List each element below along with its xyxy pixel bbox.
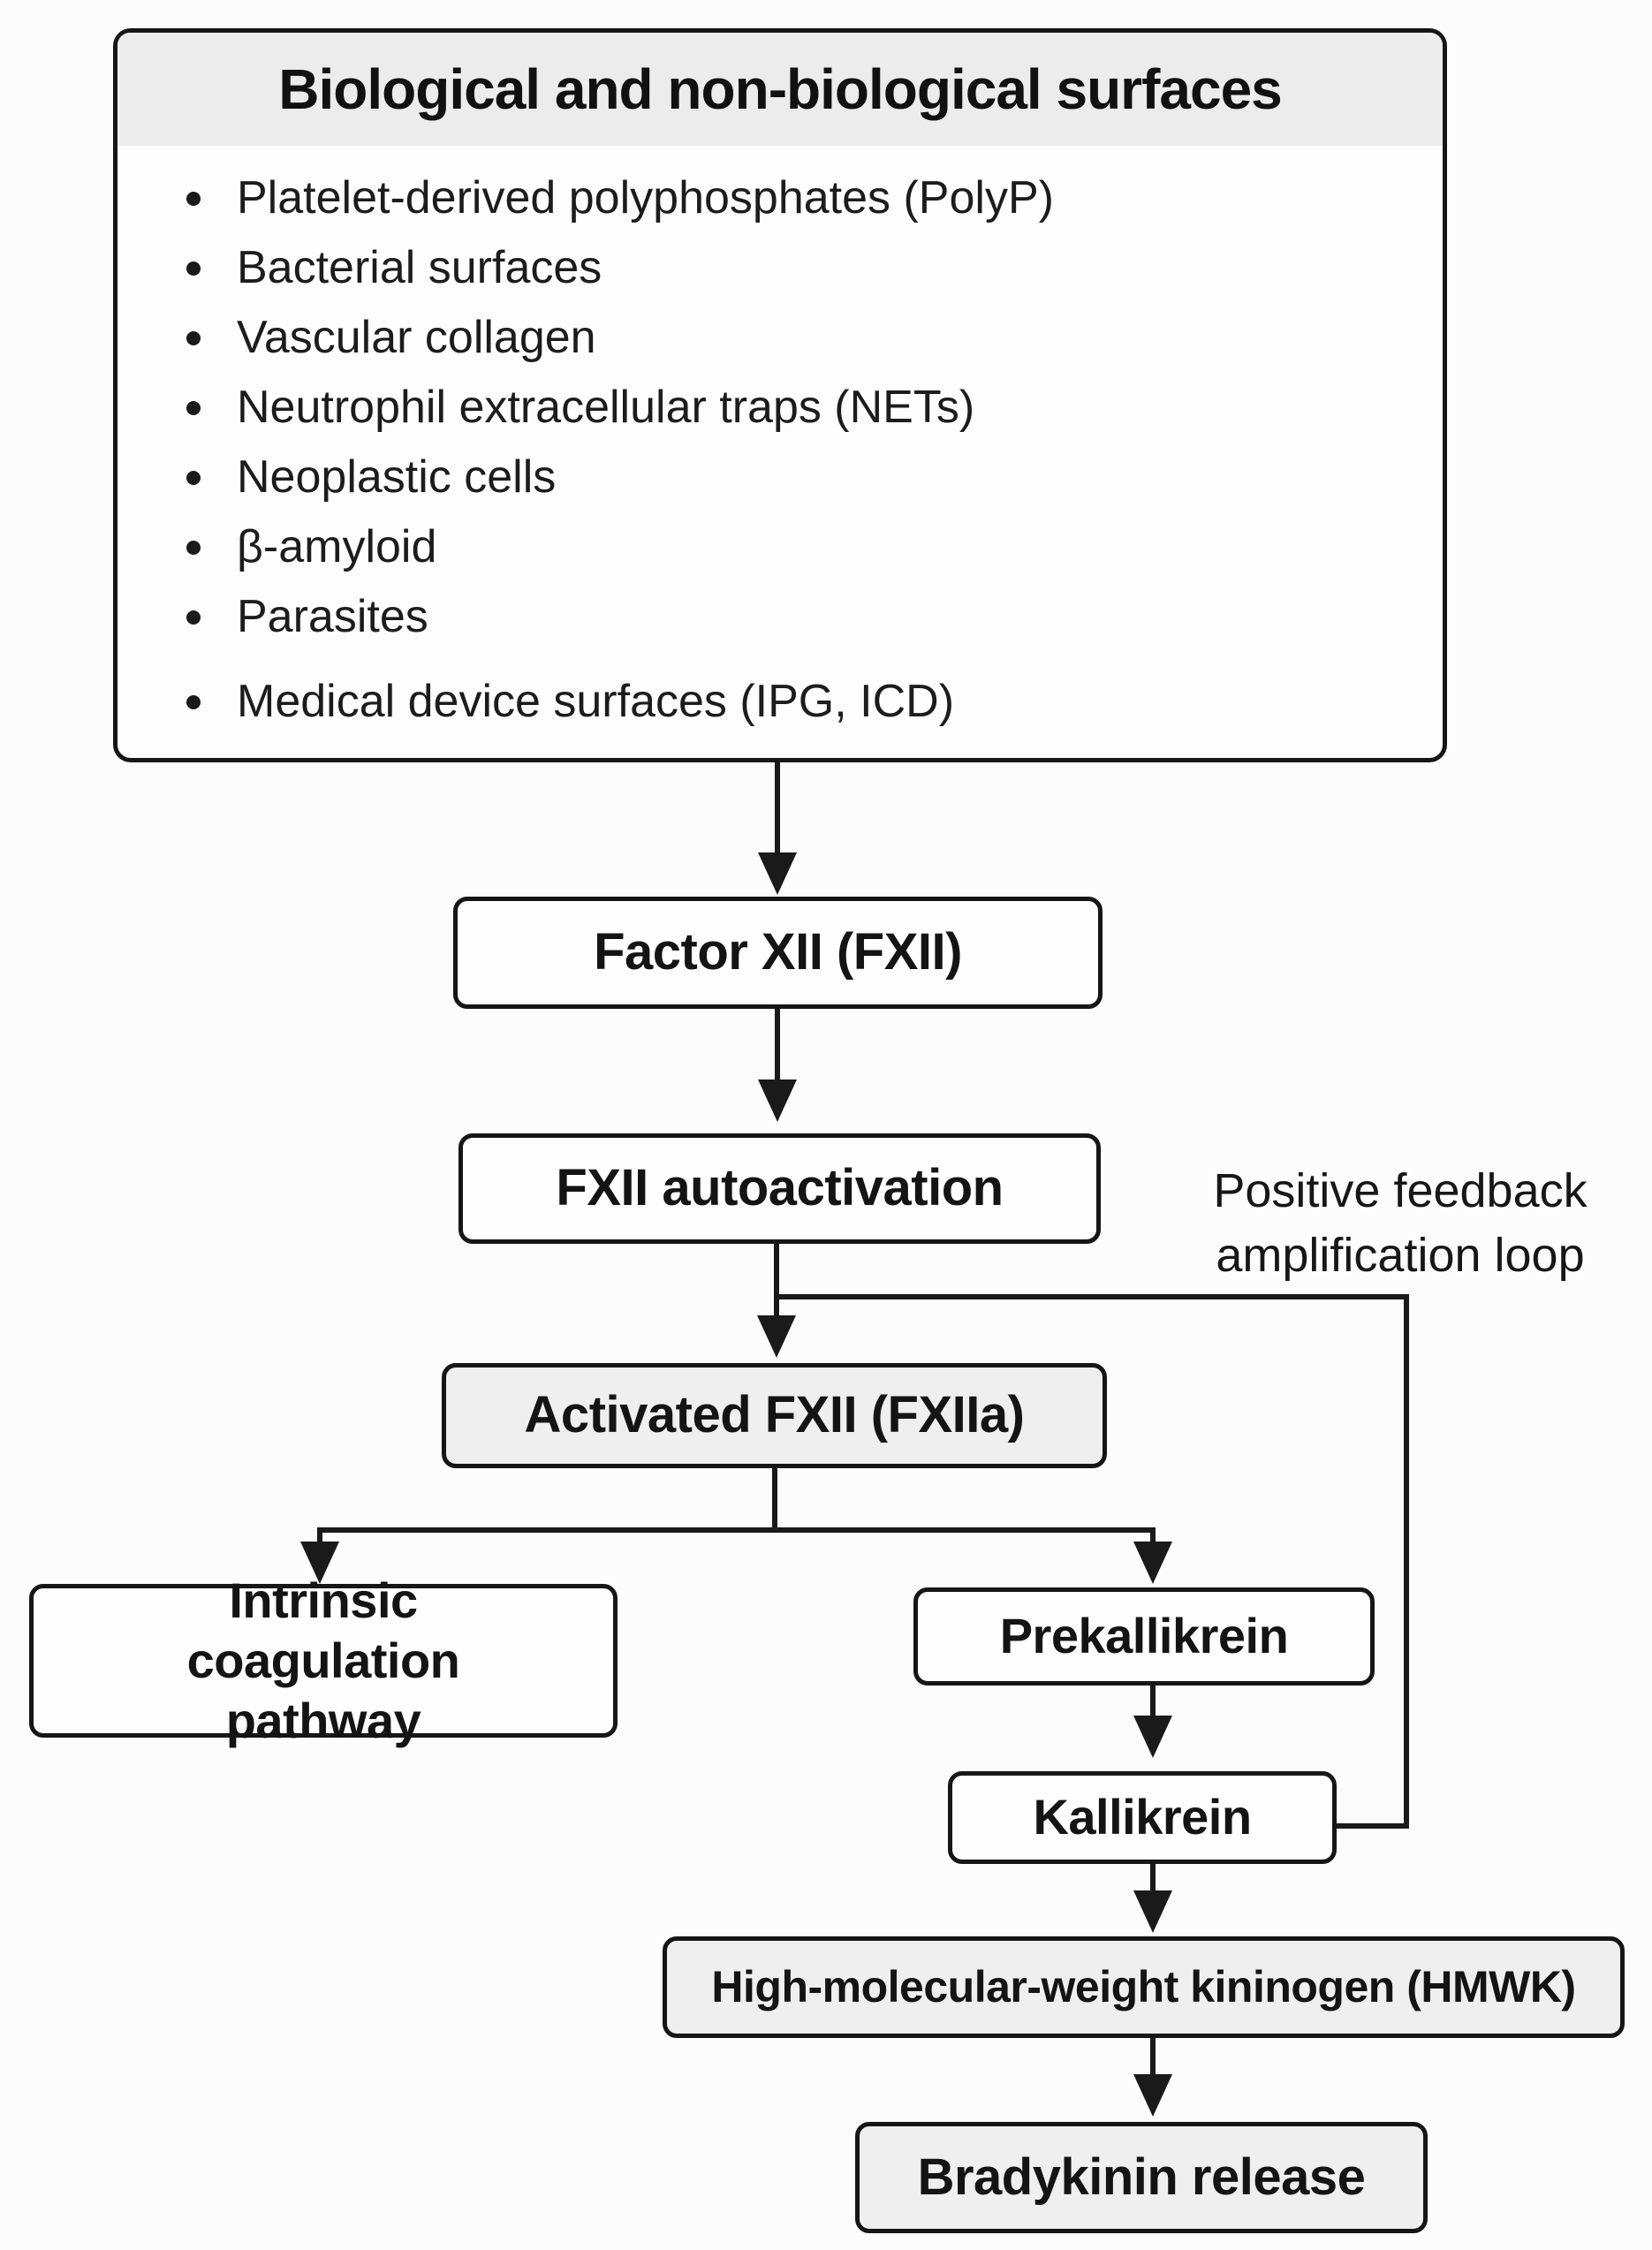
feedback-loop-line-right: [1404, 1294, 1409, 1829]
list-item-label: Medical device surfaces (IPG, ICD): [237, 676, 955, 727]
connector-fxii-to-autoactivation: [775, 1009, 780, 1081]
surfaces-box-title: Biological and non-biological surfaces: [278, 57, 1282, 121]
list-item: Neoplastic cells: [117, 443, 1443, 512]
arrowhead-down-icon: [1133, 2074, 1172, 2117]
list-item-label: Parasites: [237, 591, 428, 642]
node-fxii-autoactivation: FXII autoactivation: [458, 1133, 1101, 1244]
surfaces-list: Platelet-derived polyphosphates (PolyP) …: [117, 163, 1443, 737]
node-bradykinin-release: Bradykinin release: [855, 2122, 1428, 2233]
arrowhead-down-icon: [1133, 1542, 1172, 1584]
connector-split-right-drop: [1150, 1527, 1156, 1543]
node-label: Bradykinin release: [917, 2148, 1366, 2206]
node-label: Intrinsic coagulation pathway: [186, 1572, 460, 1749]
bullet-dot-icon: [186, 401, 201, 415]
node-label: Kallikrein: [1033, 1789, 1252, 1845]
node-label: FXII autoactivation: [556, 1159, 1004, 1217]
node-activated-fxii: Activated FXII (FXIIa): [442, 1363, 1107, 1468]
list-item: Vascular collagen: [117, 303, 1443, 373]
bullet-dot-icon: [186, 331, 201, 345]
node-intrinsic-coagulation-pathway: Intrinsic coagulation pathway: [29, 1572, 618, 1748]
list-item: Neutrophil extracellular traps (NETs): [117, 373, 1443, 443]
connector-prekallikrein-to-kallikrein: [1150, 1686, 1156, 1717]
bullet-dot-icon: [186, 192, 201, 206]
bullet-dot-icon: [186, 610, 201, 625]
list-item-label: Neutrophil extracellular traps (NETs): [237, 382, 975, 433]
list-item: Bacterial surfaces: [117, 233, 1443, 303]
connector-split-horizontal: [317, 1527, 1156, 1533]
arrowhead-down-icon: [1133, 1716, 1172, 1758]
list-item: Platelet-derived polyphosphates (PolyP): [117, 163, 1443, 233]
bullet-dot-icon: [186, 695, 201, 709]
bullet-dot-icon: [186, 471, 201, 485]
feedback-loop-label-line1: Positive feedback: [1213, 1164, 1588, 1217]
node-kallikrein: Kallikrein: [948, 1771, 1337, 1864]
feedback-loop-line-into-kallikrein: [1337, 1823, 1409, 1829]
bullet-dot-icon: [186, 541, 201, 555]
node-label: Activated FXII (FXIIa): [524, 1386, 1025, 1444]
node-label: High-molecular-weight kininogen (HMWK): [711, 1962, 1576, 2011]
list-item-label: Vascular collagen: [237, 312, 596, 363]
list-item: Parasites: [117, 582, 1443, 652]
arrowhead-down-icon: [758, 1080, 797, 1122]
connector-hmwk-to-bradykinin: [1150, 2038, 1156, 2076]
list-item-label: Platelet-derived polyphosphates (PolyP): [237, 172, 1054, 223]
node-label: Factor XII (FXII): [594, 923, 962, 981]
node-label: Prekallikrein: [999, 1608, 1289, 1664]
node-factor-xii: Factor XII (FXII): [453, 897, 1103, 1009]
arrowhead-down-icon: [757, 1315, 796, 1358]
list-item-label: Bacterial surfaces: [237, 242, 602, 293]
list-item-label: β-amyloid: [237, 521, 437, 572]
surfaces-box: Biological and non-biological surfaces P…: [113, 28, 1447, 762]
list-item: Medical device surfaces (IPG, ICD): [117, 667, 1443, 737]
arrowhead-down-icon: [1133, 1890, 1172, 1933]
connector-kallikrein-to-hmwk: [1150, 1864, 1156, 1892]
feedback-loop-line-top: [777, 1294, 1409, 1299]
connector-split-left-drop: [317, 1527, 322, 1543]
connector-activated-stem: [772, 1468, 777, 1533]
arrowhead-down-icon: [300, 1542, 339, 1584]
connector-autoactivation-to-activated: [774, 1244, 779, 1318]
node-prekallikrein: Prekallikrein: [913, 1587, 1375, 1686]
node-hmwk: High-molecular-weight kininogen (HMWK): [663, 1936, 1625, 2038]
surfaces-box-header: Biological and non-biological surfaces: [117, 33, 1443, 146]
feedback-loop-label-line2: amplification loop: [1216, 1229, 1585, 1282]
bullet-dot-icon: [186, 261, 201, 276]
list-item-label: Neoplastic cells: [237, 451, 557, 503]
connector-surfaces-to-fxii: [775, 762, 780, 855]
arrowhead-down-icon: [758, 852, 797, 895]
feedback-loop-label: Positive feedback amplification loop: [1175, 1159, 1625, 1288]
list-item: β-amyloid: [117, 512, 1443, 582]
